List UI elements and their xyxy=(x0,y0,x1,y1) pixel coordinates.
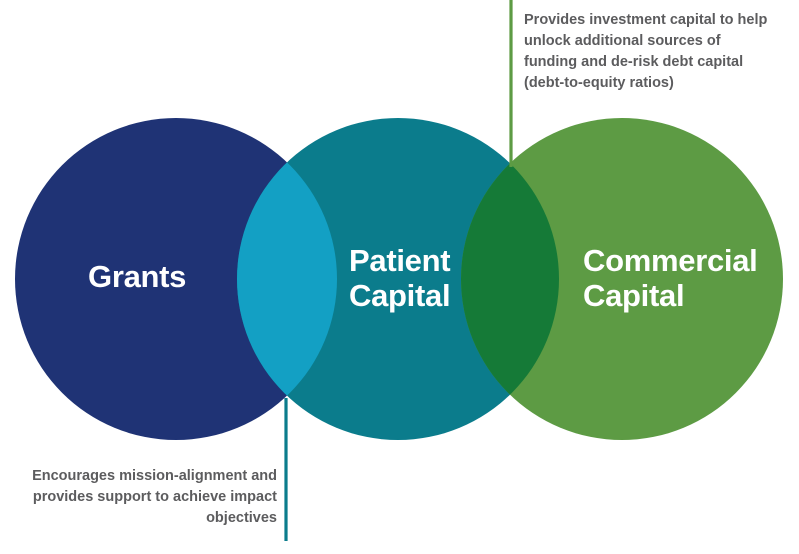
venn-circle-patient-capital xyxy=(237,118,559,440)
venn-label-commercial-capital: Commercial Capital xyxy=(583,243,758,313)
venn-circle-commercial-capital xyxy=(461,118,783,440)
venn-label-grants: Grants xyxy=(88,259,187,294)
annotation-grants: Encourages mission-alignment and provide… xyxy=(32,468,277,527)
venn-circle-grants xyxy=(15,118,337,440)
annotation-commercial-capital: Provides investment capital to help unlo… xyxy=(524,12,768,92)
venn-label-patient-capital: Patient Capital xyxy=(349,243,451,313)
